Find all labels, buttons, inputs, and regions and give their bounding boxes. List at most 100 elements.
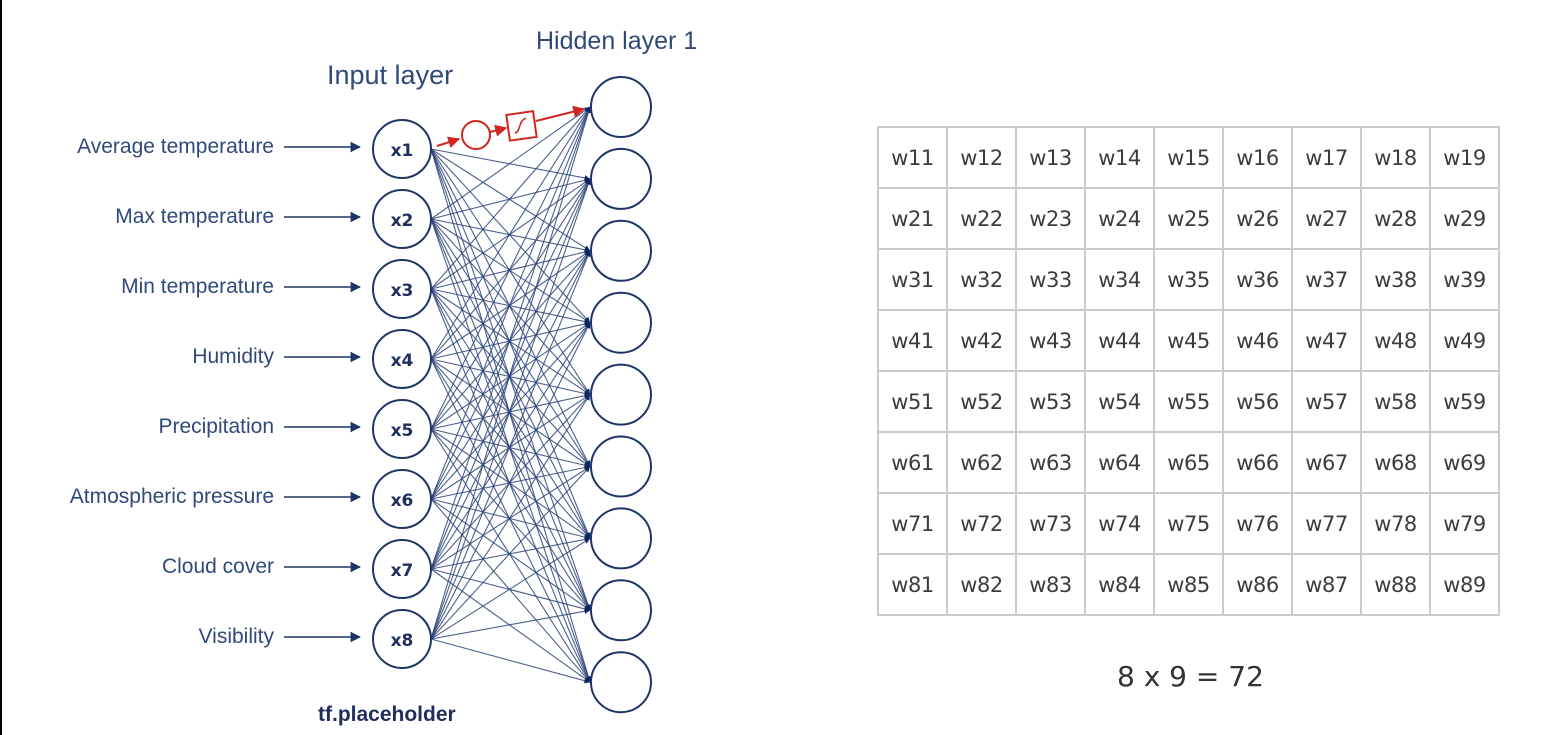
input-node-label: x8 xyxy=(391,631,414,651)
input-node: x2 xyxy=(372,189,432,249)
weight-cell: w73 xyxy=(1015,492,1086,555)
weight-cell: w83 xyxy=(1015,553,1086,616)
weight-cell: w14 xyxy=(1084,126,1155,189)
weight-cell: w66 xyxy=(1222,431,1293,494)
connection-x2-h6 xyxy=(430,218,591,467)
input-arrows xyxy=(284,141,362,643)
feature-label: Max temperature xyxy=(115,205,274,228)
weight-cell: w56 xyxy=(1222,370,1293,433)
weight-cell: w89 xyxy=(1429,553,1500,616)
hidden-node xyxy=(590,219,652,282)
weight-cell: w33 xyxy=(1015,248,1086,311)
weight-cell: w49 xyxy=(1429,309,1500,372)
weight-cell: w71 xyxy=(877,492,948,555)
weight-cell: w55 xyxy=(1153,370,1224,433)
weight-cell: w88 xyxy=(1360,553,1431,616)
feature-label: Atmospheric pressure xyxy=(69,485,274,508)
weight-cell: w63 xyxy=(1015,431,1086,494)
weight-cell: w85 xyxy=(1153,553,1224,616)
highlight-arrow-to-activation xyxy=(489,124,508,137)
connection-x2-h1 xyxy=(430,106,591,220)
weight-cell: w57 xyxy=(1291,370,1362,433)
weight-cell: w61 xyxy=(877,431,948,494)
connection-x1-h5 xyxy=(430,148,591,395)
input-node-circle xyxy=(372,119,432,179)
connection-x1-h2 xyxy=(430,148,591,181)
input-node-label: x5 xyxy=(391,421,414,441)
weights-count-equation: 8 x 9 = 72 xyxy=(1117,660,1264,693)
weight-cell: w72 xyxy=(946,492,1017,555)
activation-function-box xyxy=(505,110,538,142)
connection-x5-h7 xyxy=(430,428,591,539)
weight-cell: w48 xyxy=(1360,309,1431,372)
input-node-circle xyxy=(372,539,432,599)
tf-placeholder-label: tf.placeholder xyxy=(318,703,456,726)
weight-cell: w86 xyxy=(1222,553,1293,616)
highlight-arrow-to-sum xyxy=(436,136,461,148)
weight-cell: w84 xyxy=(1084,553,1155,616)
connection-x6-h9 xyxy=(430,498,591,683)
weight-cell: w52 xyxy=(946,370,1017,433)
weight-cell: w79 xyxy=(1429,492,1500,555)
weight-cell: w26 xyxy=(1222,187,1293,250)
connection-x8-h4 xyxy=(430,322,591,640)
weight-cell: w74 xyxy=(1084,492,1155,555)
weight-cell: w23 xyxy=(1015,187,1086,250)
weight-cell: w34 xyxy=(1084,248,1155,311)
connection-x5-h1 xyxy=(430,106,591,430)
hidden-node xyxy=(590,435,652,498)
connection-x4-h6 xyxy=(430,358,591,467)
weight-cell: w37 xyxy=(1291,248,1362,311)
connection-x8-h6 xyxy=(430,466,591,640)
input-node-label: x2 xyxy=(391,211,414,231)
highlight-arrow-to-hidden xyxy=(535,105,586,122)
connection-x4-h8 xyxy=(430,358,591,611)
weight-cell: w16 xyxy=(1222,126,1293,189)
connection-x7-h9 xyxy=(430,568,591,683)
connection-x2-h7 xyxy=(430,218,591,539)
connection-x4-h7 xyxy=(430,358,591,539)
connection-x8-h2 xyxy=(430,178,591,640)
connection-x4-h5 xyxy=(430,358,591,397)
input-node-label: x7 xyxy=(391,561,414,581)
sigmoid-icon xyxy=(514,117,527,134)
connection-x2-h3 xyxy=(430,218,591,253)
input-node: x1 xyxy=(372,119,432,179)
weight-cell: w43 xyxy=(1015,309,1086,372)
weight-cell: w19 xyxy=(1429,126,1500,189)
weight-cell: w28 xyxy=(1360,187,1431,250)
input-node-label: x6 xyxy=(391,491,414,511)
input-node: x5 xyxy=(372,399,432,459)
weight-cell: w25 xyxy=(1153,187,1224,250)
weight-cell: w76 xyxy=(1222,492,1293,555)
weight-cell: w24 xyxy=(1084,187,1155,250)
connection-x6-h1 xyxy=(430,106,591,500)
input-node-label: x4 xyxy=(391,351,414,371)
input-node: x6 xyxy=(372,469,432,529)
weight-cell: w27 xyxy=(1291,187,1362,250)
weight-cell: w29 xyxy=(1429,187,1500,250)
weight-cell: w68 xyxy=(1360,431,1431,494)
hidden-node xyxy=(590,76,652,138)
connection-x3-h4 xyxy=(430,288,591,325)
weight-cell: w82 xyxy=(946,553,1017,616)
connection-x4-h1 xyxy=(430,106,591,360)
weight-cell: w78 xyxy=(1360,492,1431,555)
weight-cell: w46 xyxy=(1222,309,1293,372)
connection-x7-h1 xyxy=(430,106,591,570)
weight-cell: w45 xyxy=(1153,309,1224,372)
weight-cell: w87 xyxy=(1291,553,1362,616)
weight-cell: w21 xyxy=(877,187,948,250)
input-node: x7 xyxy=(372,539,432,599)
weight-cell: w44 xyxy=(1084,309,1155,372)
weight-cell: w35 xyxy=(1153,248,1224,311)
connection-x3-h1 xyxy=(430,106,591,290)
weight-cell: w69 xyxy=(1429,431,1500,494)
hidden-layer-nodes xyxy=(590,76,652,714)
connection-x4-h9 xyxy=(430,358,591,683)
connection-x7-h8 xyxy=(430,568,591,612)
input-node-circle xyxy=(372,189,432,249)
